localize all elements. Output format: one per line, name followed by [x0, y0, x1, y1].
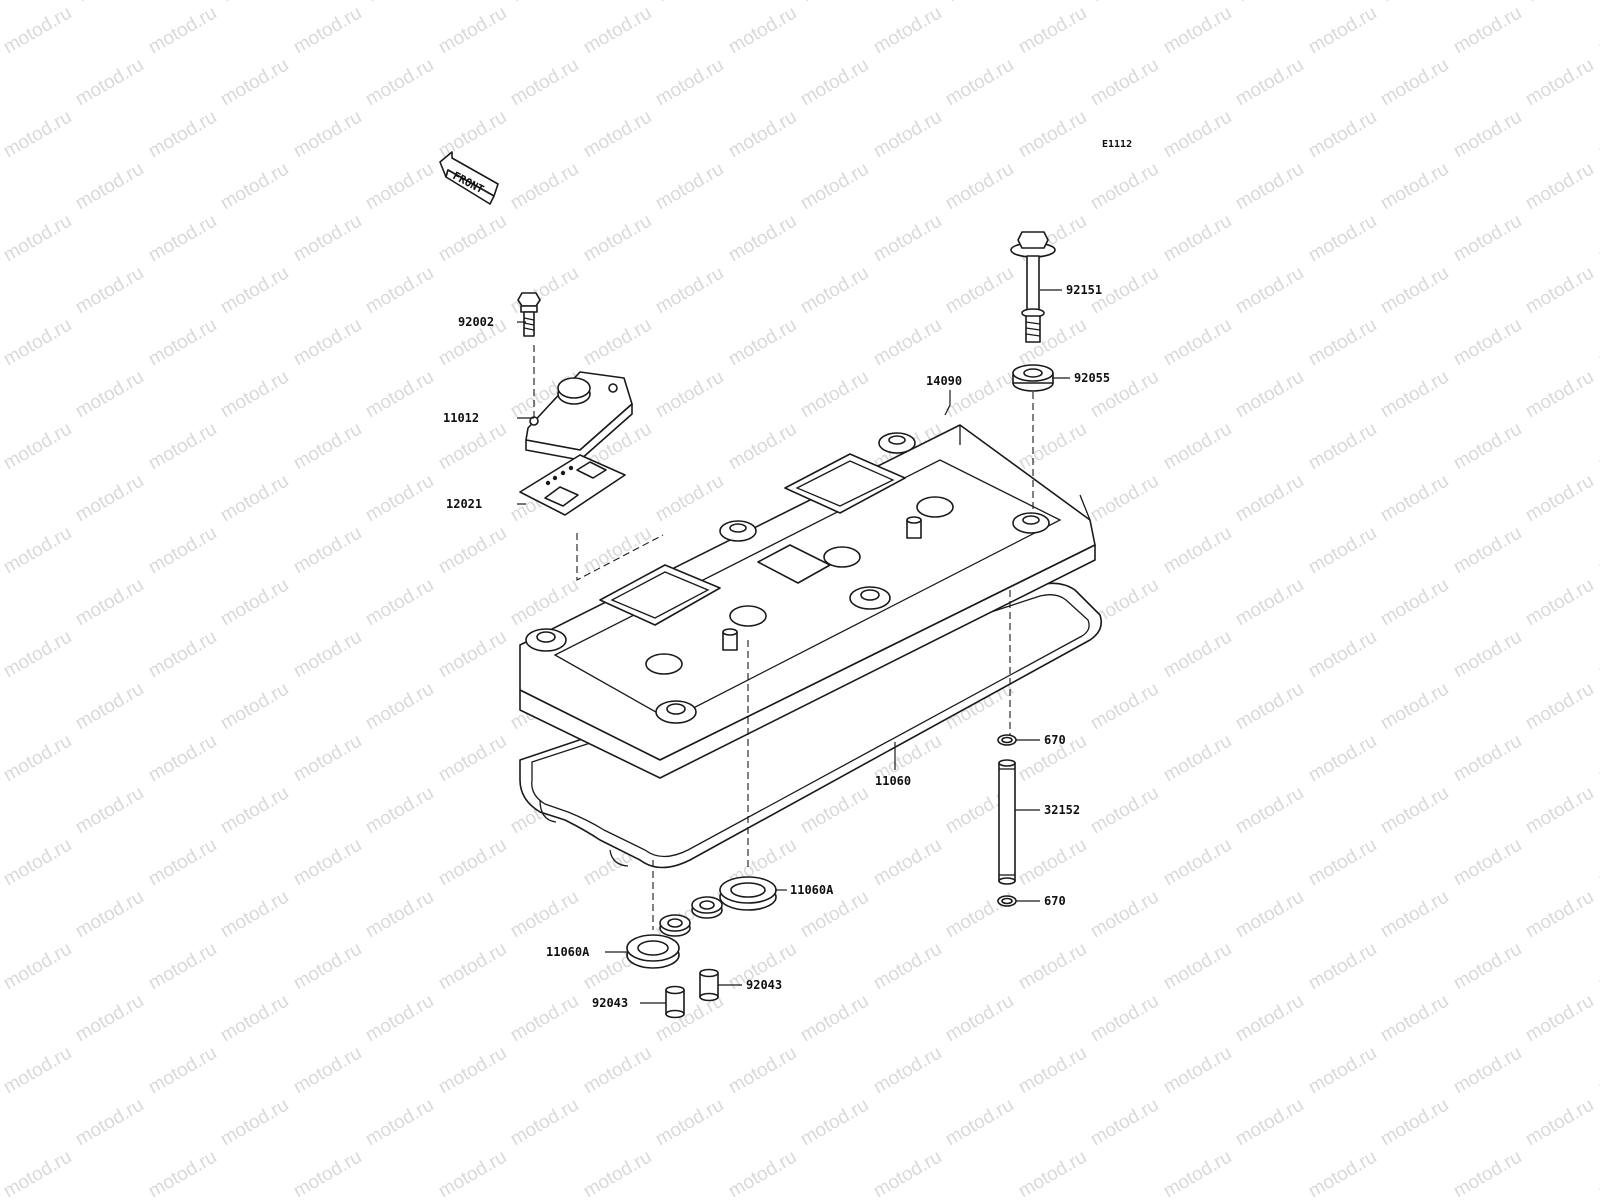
- dowel-92043-right: [699, 968, 719, 1002]
- label-92002: 92002: [458, 315, 494, 329]
- label-92055: 92055: [1074, 371, 1110, 385]
- seal-ring-left: [659, 914, 691, 937]
- gasket-12021: [519, 454, 626, 516]
- bolt-92002: [517, 292, 541, 337]
- label-92043-left: 92043: [592, 996, 628, 1010]
- label-12021: 12021: [446, 497, 482, 511]
- front-arrow-icon: FRONT: [439, 151, 499, 205]
- label-92151: 92151: [1066, 283, 1102, 297]
- label-14090: 14090: [926, 374, 962, 388]
- pipe-32152: [998, 759, 1016, 885]
- label-92043-right: 92043: [746, 978, 782, 992]
- cover-gasket-11060: [519, 582, 1103, 869]
- label-32152: 32152: [1044, 803, 1080, 817]
- cylinder-head-cover-14090: [519, 424, 1096, 779]
- bolt-92151: [1010, 231, 1056, 343]
- grommet-92055: [1012, 364, 1054, 392]
- o-ring-670-top: [997, 734, 1017, 746]
- label-670-bottom: 670: [1044, 894, 1066, 908]
- diagram-code: E1112: [1102, 139, 1132, 150]
- seal-11060A-right: [719, 876, 777, 911]
- seal-ring-right: [691, 896, 723, 919]
- label-670-top: 670: [1044, 733, 1066, 747]
- label-11060A-left: 11060A: [546, 945, 590, 959]
- label-11060A-right: 11060A: [790, 883, 834, 897]
- cover-plate-11012: [525, 371, 633, 461]
- label-11012: 11012: [443, 411, 479, 425]
- dowel-92043-left: [665, 985, 685, 1019]
- o-ring-670-bottom: [997, 895, 1017, 907]
- label-11060: 11060: [875, 774, 911, 788]
- seal-11060A-left: [626, 934, 680, 969]
